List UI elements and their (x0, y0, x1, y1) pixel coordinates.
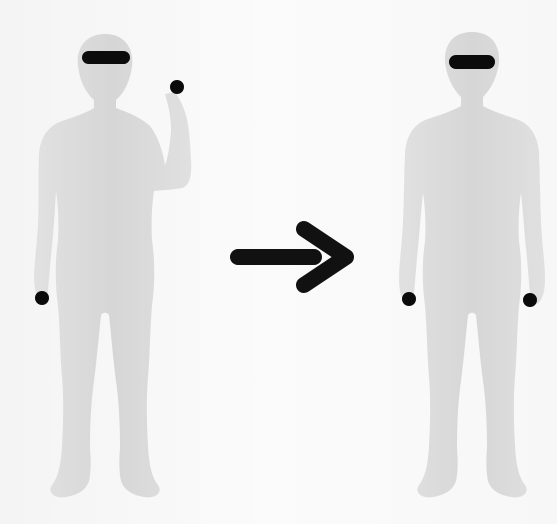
dot-marker-icon (402, 292, 416, 306)
dot-marker-icon (170, 80, 184, 94)
arrow-right-icon (230, 229, 346, 285)
headband-icon (82, 51, 130, 64)
dot-marker-icon (35, 291, 49, 305)
dot-marker-icon (523, 293, 537, 307)
left-figure-silhouette (34, 34, 191, 497)
left-figure (34, 34, 191, 497)
headband-icon (449, 55, 495, 69)
right-figure (399, 32, 545, 497)
right-figure-silhouette (399, 32, 545, 497)
